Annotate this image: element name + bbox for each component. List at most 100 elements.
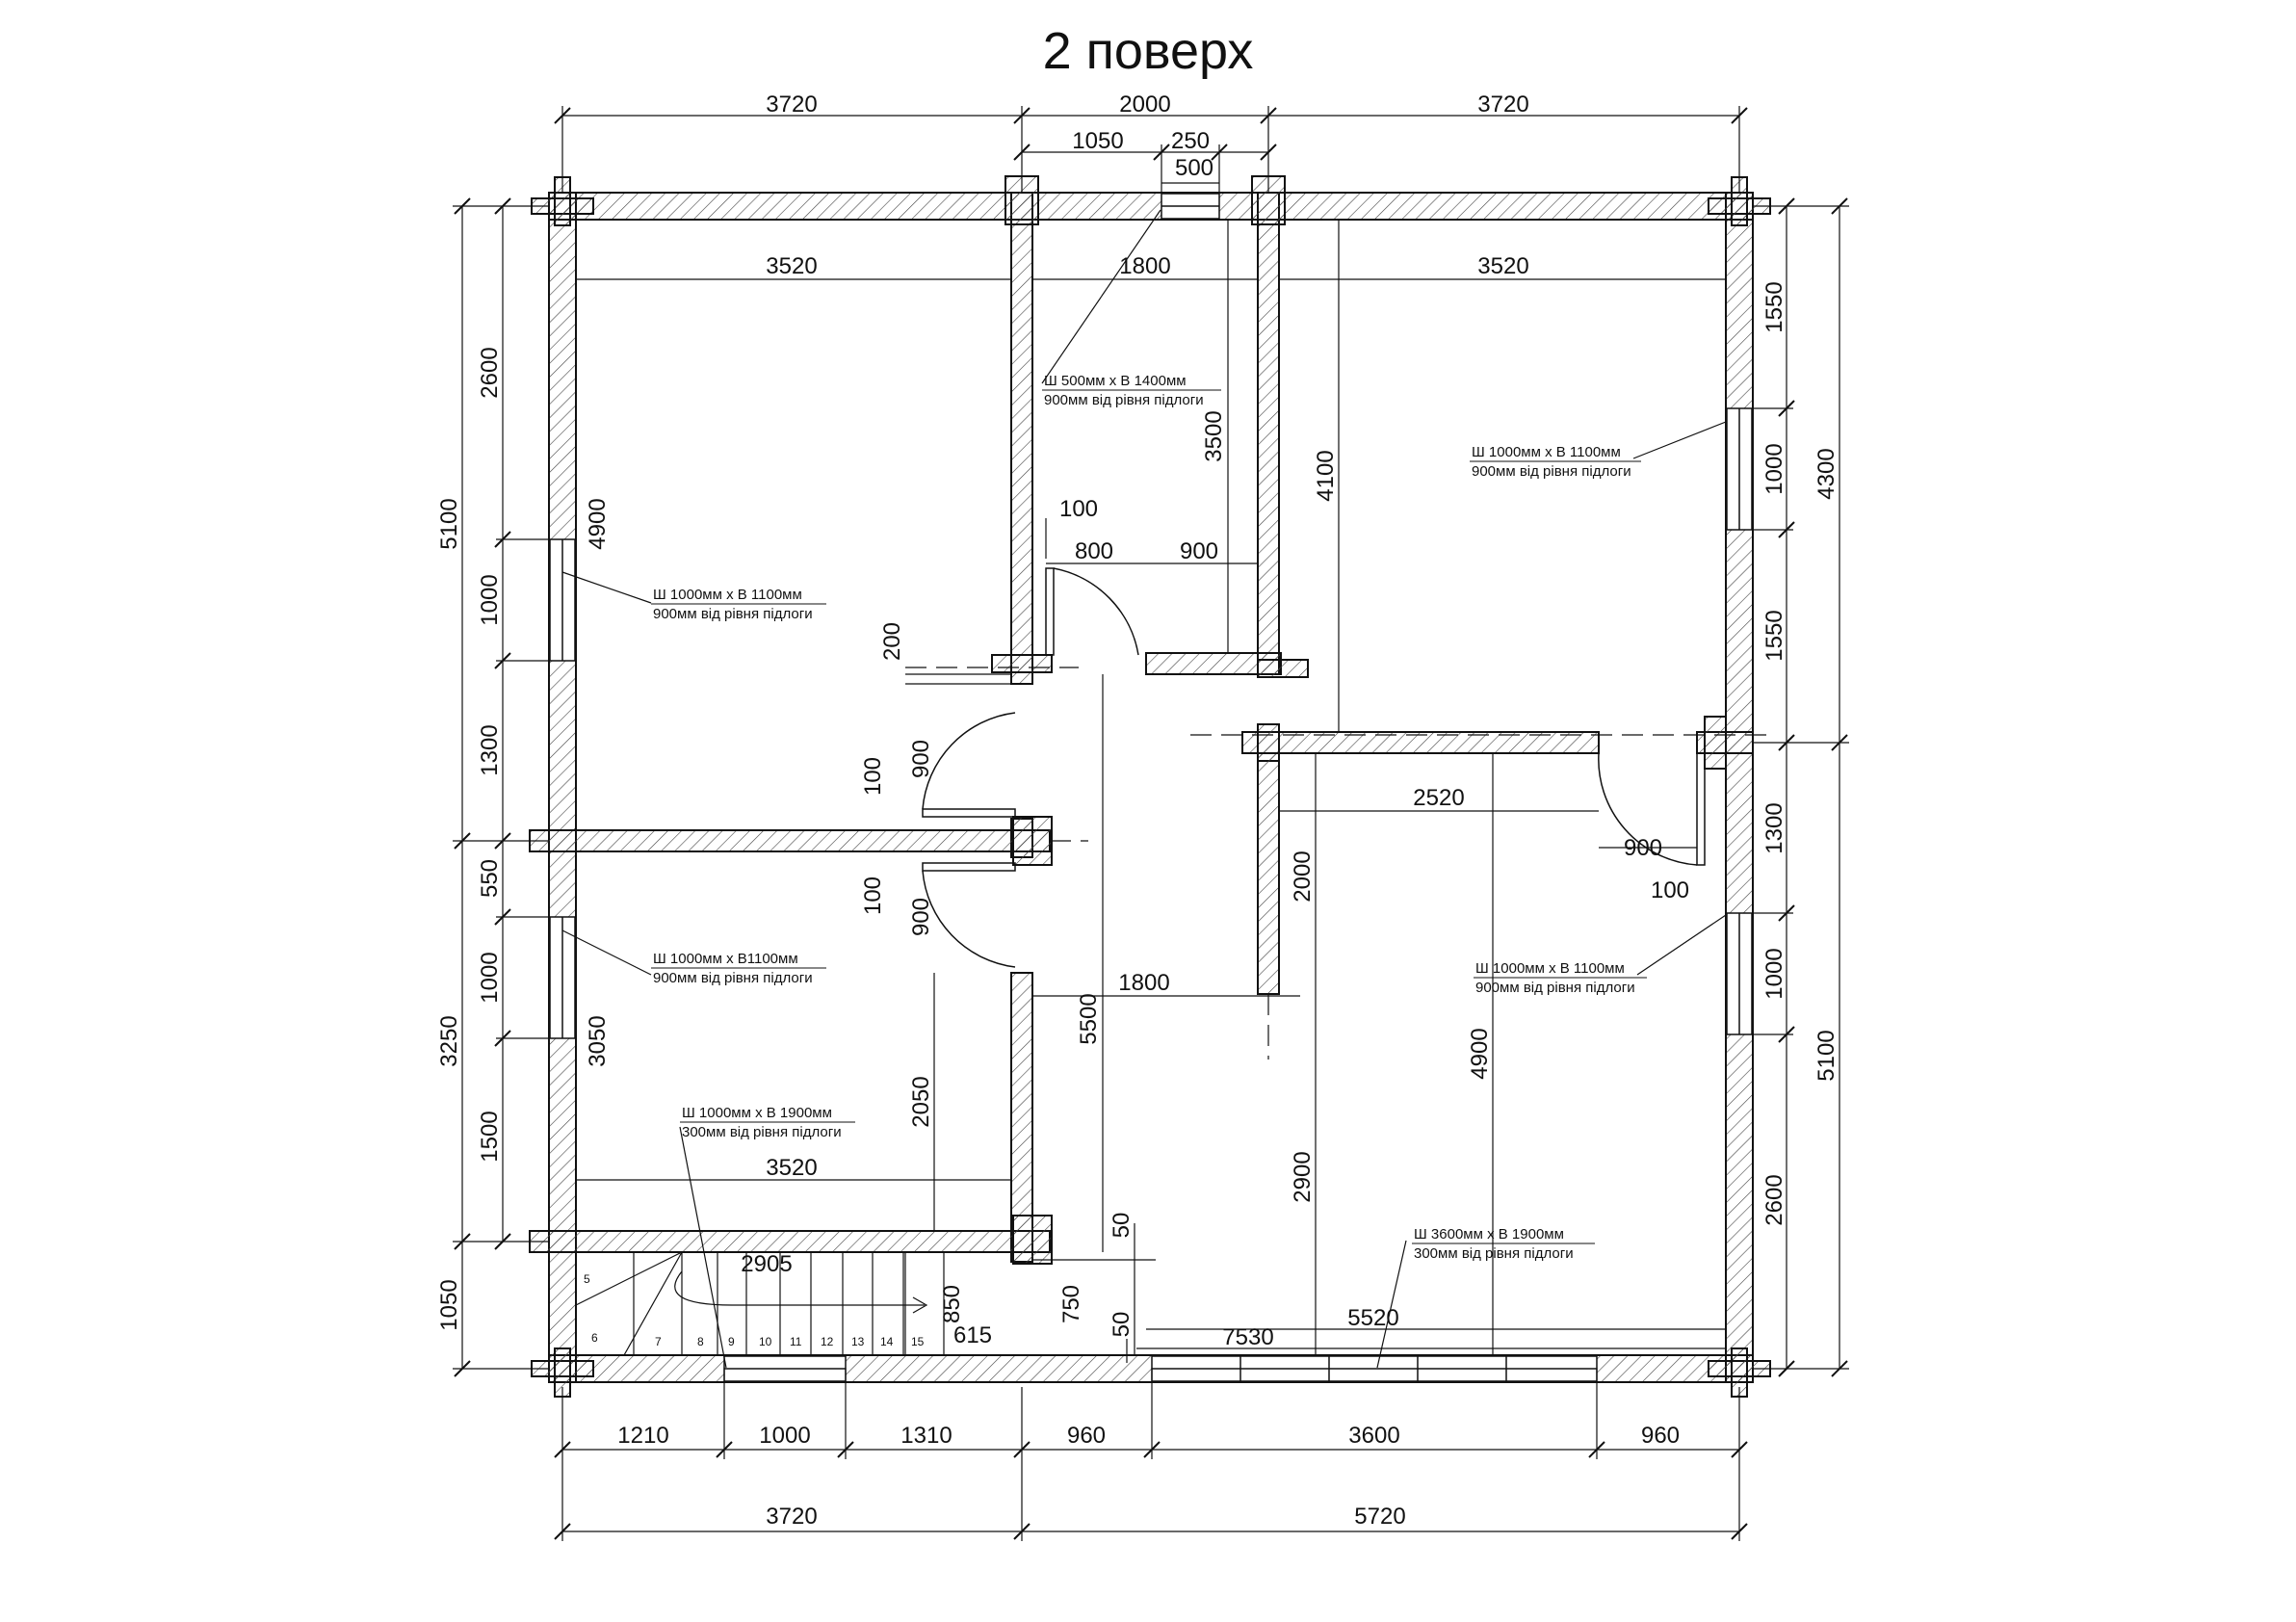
note-right-upper-line1: Ш 1000мм х В 1100мм	[1472, 444, 1621, 460]
dim-hall-1800: 1800	[1118, 970, 1169, 996]
dim-inner-right: 3520	[1477, 253, 1528, 279]
note-left-lower-line1: Ш 1000мм х В1100мм	[653, 951, 798, 967]
dim-lower-left-2905: 2905	[741, 1251, 792, 1277]
dim-top-left: 3720	[766, 92, 817, 118]
dim-hall-900c: 900	[908, 898, 934, 936]
dim-left-2600: 2600	[477, 347, 503, 398]
step-number: 8	[697, 1335, 704, 1348]
door-left-upper-leaf	[922, 808, 1016, 818]
dim-right-2600: 2600	[1761, 1174, 1787, 1225]
stair-step-numbers: 5 6 7 8 9 10 11 12 13 14 15	[584, 1272, 925, 1348]
wall-top	[548, 192, 1754, 221]
wall-left-lower-bottom	[529, 1230, 1051, 1253]
step-number: 11	[790, 1335, 802, 1348]
door-left-lower-leaf	[922, 862, 1016, 872]
wall-hall-left-upper	[1010, 192, 1033, 685]
door-left-lower-swing	[922, 870, 1016, 968]
dim-top-250: 250	[1171, 128, 1210, 154]
dim-right-1550b: 1550	[1761, 610, 1787, 661]
dim-bottom-1210: 1210	[617, 1423, 668, 1449]
step-number: 10	[759, 1335, 772, 1348]
wall-cap	[1012, 1215, 1053, 1265]
dim-left-1050: 1050	[436, 1279, 462, 1330]
wall-cap	[1257, 659, 1309, 678]
page-title: 2 поверх	[1042, 22, 1254, 80]
dim-bottom-1310: 1310	[900, 1423, 952, 1449]
dim-left-1000a: 1000	[477, 574, 503, 625]
step-number: 15	[911, 1335, 925, 1348]
dim-hall-100b: 100	[860, 757, 886, 796]
door-bath-swing	[1053, 567, 1139, 656]
door-bath-leaf	[1045, 567, 1055, 656]
note-left-upper-line2: 900мм від рівня підлоги	[653, 606, 813, 622]
dim-top-middle: 2000	[1119, 92, 1170, 118]
dim-bottom-1000: 1000	[759, 1423, 810, 1449]
dim-left-5100: 5100	[436, 498, 462, 549]
dim-hall-750: 750	[1058, 1285, 1084, 1323]
dimension-labels: 3720 2000 3720 1050 250 500 3520 1800 35…	[436, 92, 1839, 1530]
step-number: 6	[591, 1331, 598, 1345]
window-notes: Ш 500мм х В 1400мм 900мм від рівня підло…	[651, 373, 1647, 1262]
dim-right-1000b: 1000	[1761, 948, 1787, 999]
dim-right-1000a: 1000	[1761, 443, 1787, 494]
dim-bottom-3600: 3600	[1348, 1423, 1399, 1449]
dim-right-7530: 7530	[1222, 1324, 1273, 1350]
note-top-small-line2: 900мм від рівня підлоги	[1044, 392, 1204, 408]
dim-left-1000b: 1000	[477, 952, 503, 1003]
step-number: 7	[655, 1335, 662, 1348]
dim-lower-left-850: 850	[939, 1285, 965, 1323]
dim-top-right: 3720	[1477, 92, 1528, 118]
wall-cap	[1004, 175, 1039, 225]
wall-left-mid	[529, 829, 1051, 852]
dim-lower-left-615: 615	[953, 1322, 992, 1348]
dim-top-500: 500	[1175, 155, 1213, 181]
dim-hall-3500: 3500	[1201, 410, 1227, 461]
dim-right-2900: 2900	[1290, 1151, 1316, 1202]
step-number: 9	[728, 1335, 735, 1348]
wall-cap	[1704, 716, 1727, 770]
step-number: 14	[880, 1335, 894, 1348]
stairs	[575, 1251, 945, 1356]
wall-cap	[991, 654, 1053, 673]
step-number: 12	[821, 1335, 834, 1348]
stair-block	[575, 1251, 945, 1356]
dim-hall-900b: 900	[908, 740, 934, 778]
dim-right-1550a: 1550	[1761, 281, 1787, 332]
note-right-lower-line2: 900мм від рівня підлоги	[1475, 980, 1635, 996]
dim-hall-900a: 900	[1180, 538, 1218, 564]
note-big-line1: Ш 3600мм х В 1900мм	[1414, 1226, 1564, 1243]
note-stair-line1: Ш 1000мм х В 1900мм	[682, 1105, 832, 1121]
wall-bath-right	[1257, 192, 1280, 675]
step-number: 5	[584, 1272, 590, 1286]
dim-left-550: 550	[477, 859, 503, 898]
walls	[529, 175, 1771, 1398]
note-right-upper-line2: 900мм від рівня підлоги	[1472, 463, 1631, 480]
note-left-lower-line2: 900мм від рівня підлоги	[653, 970, 813, 986]
dim-inner-middle: 1800	[1119, 253, 1170, 279]
dim-left-1300: 1300	[477, 724, 503, 775]
dim-bottom-960b: 960	[1641, 1423, 1680, 1449]
dim-right-4900: 4900	[1467, 1028, 1493, 1079]
stair-arrow-line	[674, 1270, 925, 1306]
wall-left	[548, 192, 577, 1383]
wall-right-room-left	[1257, 752, 1280, 995]
windows	[549, 193, 1753, 1382]
dim-inner-left: 3520	[766, 253, 817, 279]
note-stair-line2: 300мм від рівня підлоги	[682, 1124, 842, 1140]
dim-right-2520: 2520	[1413, 785, 1464, 811]
dim-hall-50b: 50	[1109, 1312, 1135, 1338]
dimension-ticks	[454, 107, 1848, 1540]
dim-hall-5500: 5500	[1076, 993, 1102, 1044]
dim-bottom-total-right: 5720	[1354, 1504, 1405, 1530]
dim-left-4900: 4900	[585, 498, 611, 549]
door-right-swing	[1598, 752, 1698, 866]
door-right-leaf	[1696, 752, 1706, 866]
dim-hall-100c: 100	[860, 876, 886, 915]
dim-right-2000: 2000	[1290, 850, 1316, 902]
wall-right-mid	[1241, 731, 1600, 754]
dim-right-1300: 1300	[1761, 802, 1787, 853]
wall-right	[1725, 192, 1754, 1383]
doors	[922, 567, 1706, 968]
note-top-small-line1: Ш 500мм х В 1400мм	[1044, 373, 1187, 389]
